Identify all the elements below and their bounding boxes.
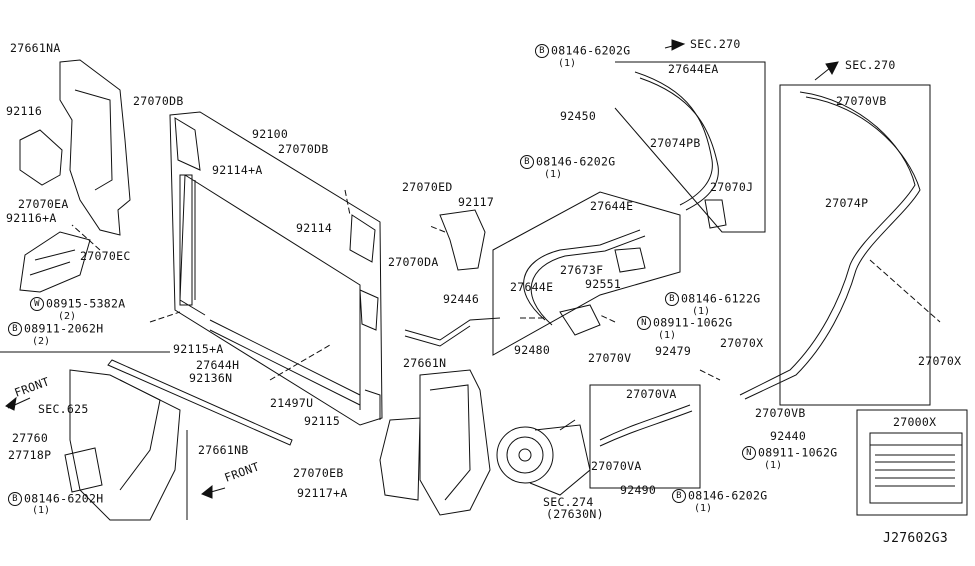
part-label: 27070VA (626, 387, 677, 401)
part-label: 27000X (893, 415, 937, 429)
part-label: 92117+A (297, 486, 348, 500)
quantity: (2) (32, 336, 51, 347)
part-label: 27718P (8, 448, 52, 462)
part-label: 27644H (196, 358, 240, 372)
part-label: 92114+A (212, 163, 263, 177)
nut-symbol-icon: N (637, 316, 651, 330)
bolt-symbol-icon: B (8, 322, 22, 336)
part-label: 27070DA (388, 255, 439, 269)
part-label: 27070EC (80, 249, 131, 263)
quantity: (2) (58, 311, 77, 322)
part-label: 92551 (585, 277, 622, 291)
part-label: 27070VA (591, 459, 642, 473)
washer-symbol-icon: W (30, 297, 44, 311)
part-label: 27661NB (198, 443, 249, 457)
part-label: 27673F (560, 263, 604, 277)
part-label: 27074PB (650, 136, 701, 150)
part-label: 27661N (403, 356, 447, 370)
part-label: 21497U (270, 396, 314, 410)
part-label: 92490 (620, 483, 657, 497)
part-label: 92115+A (173, 342, 224, 356)
part-label: 27070EB (293, 466, 344, 480)
bolt-symbol-icon: B (520, 155, 534, 169)
part-label: 92114 (296, 221, 333, 235)
part-label: 27644EA (668, 62, 719, 76)
quantity: (1) (558, 58, 577, 69)
part-label: 27070J (710, 180, 754, 194)
part-label: 27070DB (133, 94, 184, 108)
part-label: 27661NA (10, 41, 61, 55)
section-label: SEC.270 (690, 37, 741, 51)
section-label: SEC.274 (543, 495, 594, 509)
part-label: 27760 (12, 431, 49, 445)
part-label: 92117 (458, 195, 495, 209)
section-label: SEC.270 (845, 58, 896, 72)
quantity: (1) (658, 330, 677, 341)
part-label: 27070VB (836, 94, 887, 108)
part-label: 92446 (443, 292, 480, 306)
part-label: 27070X (918, 354, 962, 368)
part-label: 27644E (590, 199, 634, 213)
part-label: 92115 (304, 414, 341, 428)
part-label: 27070DB (278, 142, 329, 156)
part-label: 27074P (825, 196, 869, 210)
bolt-symbol-icon: B (665, 292, 679, 306)
part-label: 27070VB (755, 406, 806, 420)
part-label: 27070V (588, 351, 632, 365)
quantity: (1) (544, 169, 563, 180)
part-label: 92480 (514, 343, 551, 357)
diagram-id: J27602G3 (883, 531, 949, 546)
part-label: 27644E (510, 280, 554, 294)
part-label: 27070ED (402, 180, 453, 194)
part-label: 92440 (770, 429, 807, 443)
part-label: 92136N (189, 371, 233, 385)
quantity: (1) (694, 503, 713, 514)
bolt-symbol-icon: B (535, 44, 549, 58)
quantity: (1) (32, 505, 51, 516)
quantity: (1) (692, 306, 711, 317)
part-label: 92100 (252, 127, 289, 141)
part-label: 92116 (6, 104, 43, 118)
part-label: 92116+A (6, 211, 57, 225)
part-label: (27630N) (546, 507, 604, 521)
bolt-symbol-icon: B (672, 489, 686, 503)
part-label: 27070X (720, 336, 764, 350)
quantity: (1) (764, 460, 783, 471)
part-label: 92479 (655, 344, 692, 358)
part-label: 27070EA (18, 197, 69, 211)
nut-symbol-icon: N (742, 446, 756, 460)
section-label: SEC.625 (38, 402, 89, 416)
part-label: 92450 (560, 109, 597, 123)
bolt-symbol-icon: B (8, 492, 22, 506)
